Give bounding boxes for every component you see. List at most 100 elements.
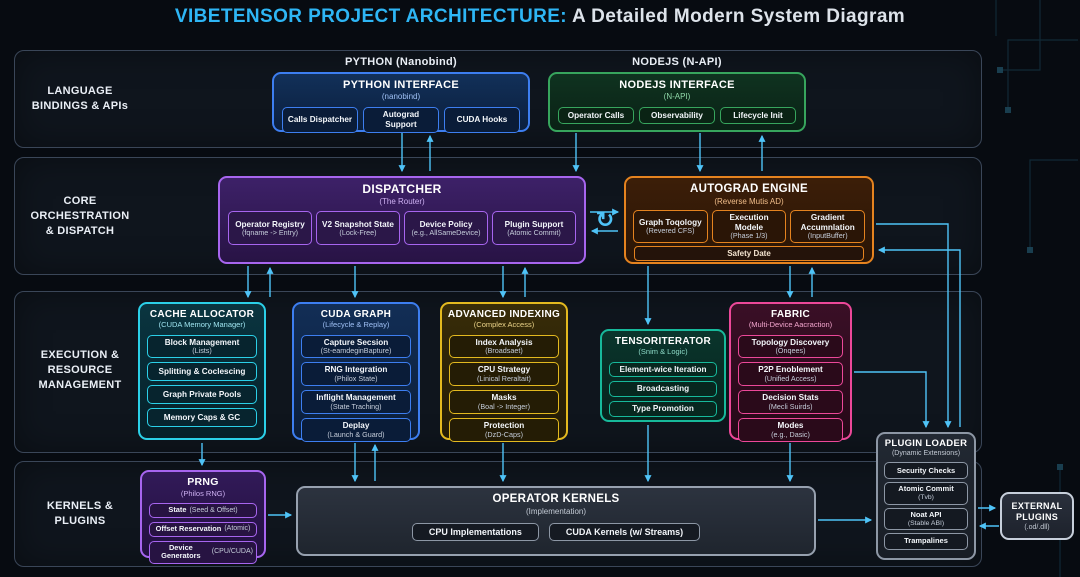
chip: Capture Secsion(St-eamdeginBapture) bbox=[301, 334, 411, 359]
band-label-kernels-plugins: KERNELS & PLUGINS bbox=[46, 500, 114, 527]
chip: Graph Private Pools bbox=[147, 385, 257, 405]
chip-label: RNG Integration bbox=[324, 365, 388, 375]
chip: Modes(e.g., Dasic) bbox=[738, 417, 843, 442]
chip-label: Plugin Support bbox=[504, 219, 564, 229]
column-header-nodejs: NODEJS (N-API) bbox=[632, 56, 722, 68]
band-label-core-orchestration: CORE ORCHESTRATION & DISPATCH bbox=[30, 195, 130, 237]
nodejs-interface-subtitle: (N-API) bbox=[663, 92, 691, 102]
prng-chip-list: State(Seed & Offset) Offset Reservation(A… bbox=[142, 503, 264, 565]
chip: Calls Dispatcher bbox=[282, 107, 358, 133]
chip: Index Analysis(Broadsaet) bbox=[449, 334, 559, 359]
chip: Operator Registry(fqname -> Entry) bbox=[228, 211, 312, 246]
chip-label: Protection bbox=[483, 420, 525, 430]
chip-label: Graph Toqology bbox=[639, 217, 702, 227]
chip-label: V2 Snapshot State bbox=[322, 219, 394, 229]
chip-sublabel: (St-eamdeginBapture) bbox=[320, 346, 392, 356]
operator-kernels-box: OPERATOR KERNELS (Implementation) CPU Im… bbox=[296, 486, 816, 556]
python-chip-list: Calls Dispatcher Autograd Support CUDA Hoo… bbox=[274, 107, 528, 133]
operator-kernels-chip-list: CPU Implementations CUDA Kernels (w/ Stre… bbox=[298, 522, 814, 542]
chip: CUDA Kernels (w/ Streams) bbox=[548, 522, 701, 542]
chip-sublabel: (e.g., AllSameDevice) bbox=[411, 228, 481, 238]
fabric-subtitle: (Multi-Device Aacraction) bbox=[748, 320, 833, 329]
fabric-chip-list: Topology Discovery(Onqees) P2P Enoblement… bbox=[731, 334, 850, 442]
external-plugins-subtitle: (.od/.dll) bbox=[1024, 523, 1050, 531]
chip: Topology Discovery(Onqees) bbox=[738, 334, 843, 359]
chip-label: Index Analysis bbox=[475, 337, 533, 347]
chip-label: Type Promotion bbox=[632, 403, 694, 413]
chip-label: Graph Private Pools bbox=[162, 390, 242, 400]
chip-label: Observability bbox=[651, 110, 703, 120]
chip: Element-wice Iteration bbox=[609, 361, 717, 378]
chip-sublabel: (Boal -> Integer) bbox=[477, 401, 531, 411]
external-plugins-title: EXTERNAL PLUGINS bbox=[1011, 501, 1063, 522]
chip: Offset Reservation(Atomic) bbox=[149, 521, 257, 537]
chip: V2 Snapshot State(Lock-Free) bbox=[316, 211, 400, 246]
chip-label: State bbox=[168, 505, 187, 515]
python-interface-title: PYTHON INTERFACE bbox=[342, 79, 460, 91]
dispatcher-subtitle: (The Router) bbox=[379, 197, 425, 207]
chip: State(Seed & Offset) bbox=[149, 503, 257, 518]
cuda-graph-title: CUDA GRAPH bbox=[320, 309, 392, 320]
chip-sublabel: (State Traching) bbox=[330, 401, 382, 411]
chip-sublabel: (Tvb) bbox=[918, 494, 934, 502]
chip: RNG Integration(Philox State) bbox=[301, 362, 411, 387]
tensoriterator-box: TENSORITERATOR (Snim & Logic) Element-wi… bbox=[600, 329, 726, 422]
dispatcher-chip-list: Operator Registry(fqname -> Entry)V2 Sna… bbox=[220, 211, 584, 246]
plugin-loader-box: PLUGIN LOADER (Dynamic Extensions) Secur… bbox=[876, 432, 976, 560]
prng-subtitle: (Philos RNG) bbox=[180, 488, 226, 498]
chip-sublabel: (Atomic Commit) bbox=[507, 228, 561, 238]
chip-sublabel: (Philox State) bbox=[334, 374, 378, 384]
page-title-highlight: VIBETENSOR PROJECT ARCHITECTURE: bbox=[174, 6, 568, 27]
chip: Memory Caps & GC bbox=[147, 408, 257, 428]
chip: CPU Implementations bbox=[411, 522, 539, 542]
chip-label: Element-wice Iteration bbox=[619, 364, 707, 374]
page-title-rest: A Detailed Modern System Diagram bbox=[567, 6, 906, 27]
tensoriterator-subtitle: (Snim & Logic) bbox=[638, 347, 688, 356]
chip-label: CUDA Hooks bbox=[456, 115, 508, 125]
chip-sublabel: (fqname -> Entry) bbox=[241, 228, 299, 238]
chip: Splitting & Coclescing bbox=[147, 362, 257, 382]
chip: Plugin Support(Atomic Commit) bbox=[492, 211, 576, 246]
cache-allocator-box: CACHE ALLOCATOR (CUDA Memory Manager) Bl… bbox=[138, 302, 266, 440]
chip: Inflight Management(State Traching) bbox=[301, 390, 411, 414]
chip: Noat API(Stable ABI) bbox=[884, 507, 968, 531]
chip-label: CPU Implementations bbox=[428, 526, 522, 537]
chip-label: Operator Registry bbox=[235, 219, 305, 229]
chip-label: Calls Dispatcher bbox=[287, 115, 353, 125]
plugin-loader-subtitle: (Dynamic Extensions) bbox=[891, 450, 961, 458]
chip: Autograd Support bbox=[363, 107, 439, 133]
nodejs-interface-title: NODEJS INTERFACE bbox=[619, 79, 735, 91]
chip: Protection(DzD-Caps) bbox=[449, 417, 559, 442]
autograd-engine-subtitle: (Reverse Mutis AD) bbox=[714, 196, 784, 206]
chip-sublabel: (Revered CFS) bbox=[646, 226, 695, 236]
autograd-engine-box: AUTOGRAD ENGINE (Reverse Mutis AD) Graph… bbox=[624, 176, 874, 264]
chip-sublabel: (DzD-Caps) bbox=[485, 429, 523, 439]
cache-chip-list: Block Management(Lists)Splitting & Cocle… bbox=[140, 334, 264, 428]
band-label-execution-resource: EXECUTION & RESOURCE MANAGEMENT bbox=[38, 349, 122, 391]
chip: Masks(Boal -> Integer) bbox=[449, 390, 559, 414]
external-plugins-box: EXTERNAL PLUGINS (.od/.dll) bbox=[1000, 492, 1074, 540]
chip-label: Offset Reservation bbox=[155, 523, 222, 533]
chip: Lifecycle Init bbox=[720, 107, 796, 125]
chip-label: Security Checks bbox=[896, 465, 956, 475]
chip-sublabel: (Lock-Free) bbox=[339, 228, 377, 238]
chip-label: P2P Enoblement bbox=[758, 365, 823, 375]
chip: Device Generators(CPU/CUDA) bbox=[149, 540, 257, 565]
chip: Deplay(Launch & Guard) bbox=[301, 417, 411, 442]
chip-sublabel: (Phase 1/3) bbox=[730, 231, 768, 241]
chip: Graph Toqology(Revered CFS) bbox=[633, 209, 708, 244]
advanced-indexing-title: ADVANCED INDEXING bbox=[447, 309, 561, 320]
chip-sublabel: (Broadsaet) bbox=[485, 346, 523, 356]
cache-allocator-title: CACHE ALLOCATOR bbox=[149, 309, 255, 320]
chip-label: Execution Modele bbox=[729, 212, 769, 232]
python-interface-subtitle: (nanobind) bbox=[381, 92, 421, 102]
chip-sublabel: (InputBuffer) bbox=[807, 231, 848, 241]
column-header-python: PYTHON (Nanobind) bbox=[344, 56, 458, 68]
chip: Security Checks bbox=[884, 462, 968, 480]
chip-label: Inflight Management bbox=[316, 393, 396, 403]
chip-sublabel: (Lists) bbox=[192, 346, 212, 356]
